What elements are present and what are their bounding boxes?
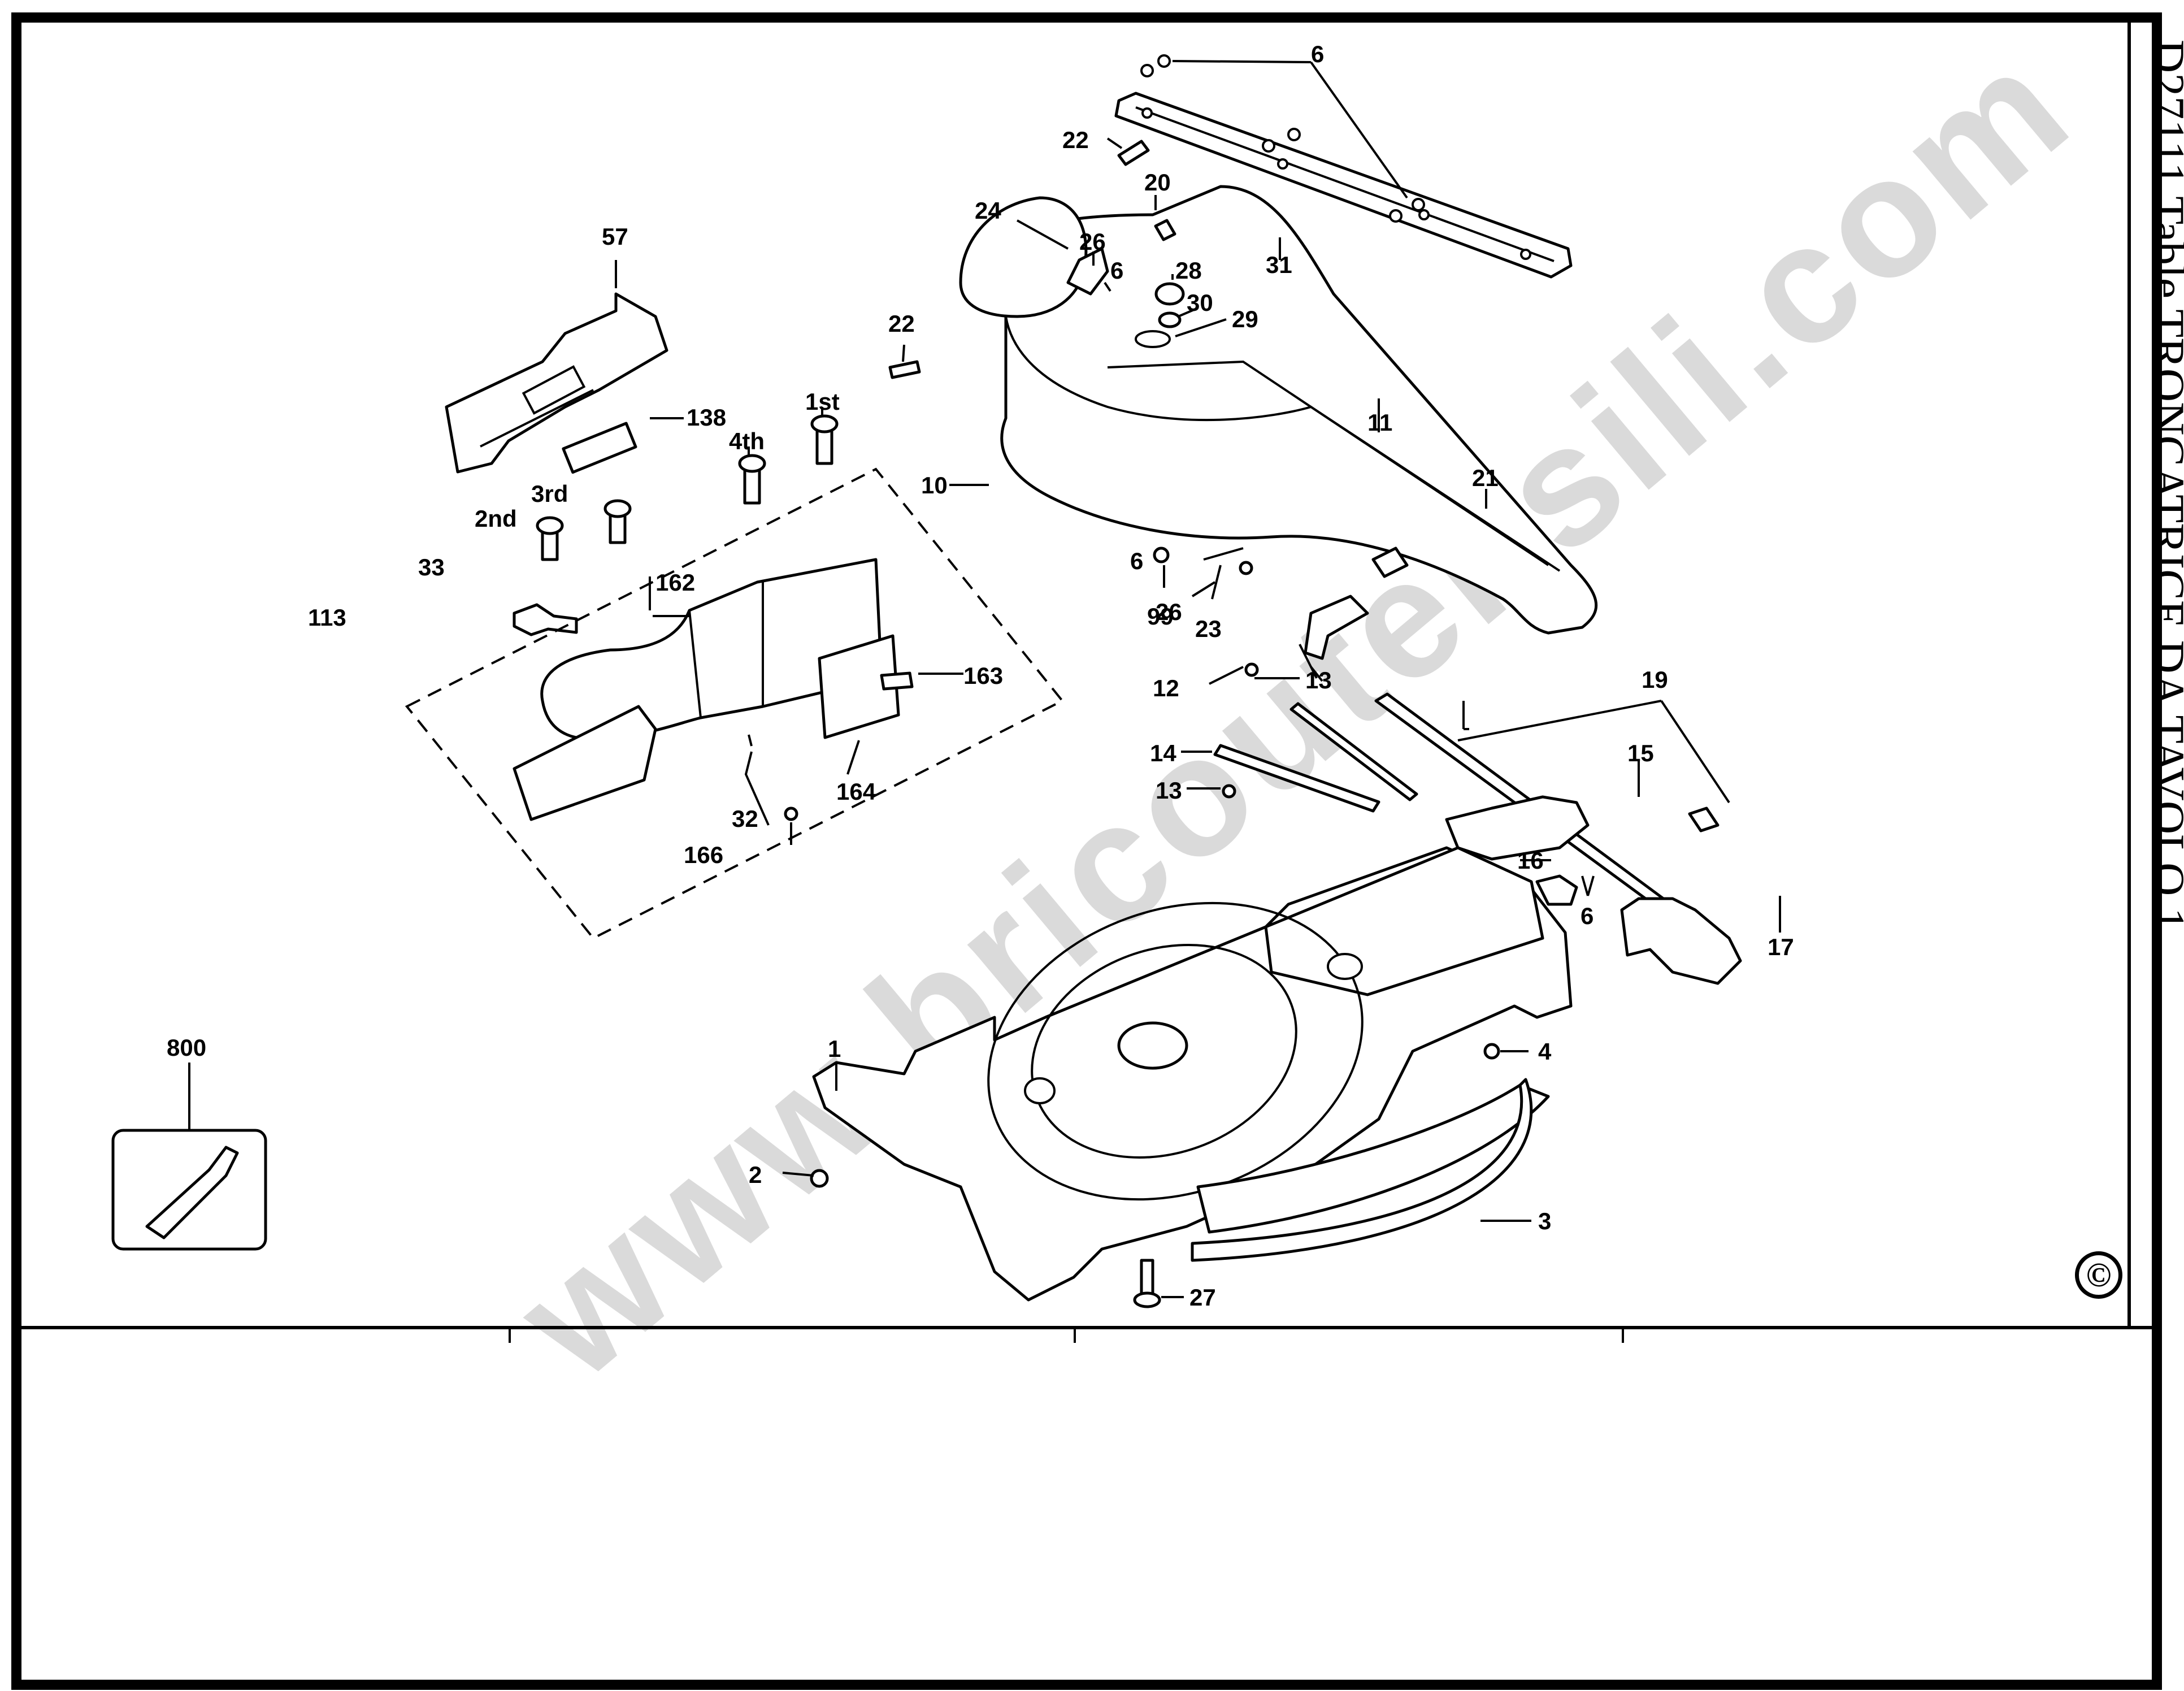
callout-24: 24 [975, 197, 1001, 224]
callout-19: 19 [1642, 666, 1668, 693]
knob [1154, 219, 1176, 241]
screw-4 [1483, 1043, 1500, 1060]
callout-13: 13 [1156, 777, 1182, 804]
callout-57: 57 [602, 223, 628, 250]
callout-6: 6 [1311, 41, 1325, 67]
callout-164: 164 [836, 778, 876, 805]
link-arm [1289, 702, 1418, 801]
callout-15: 15 [1627, 740, 1654, 766]
latch-bracket [1304, 595, 1369, 660]
callout-16: 16 [1517, 847, 1544, 874]
callout-4: 4 [1538, 1038, 1552, 1065]
kit-outline [405, 467, 1065, 940]
callout-33: 33 [418, 554, 445, 580]
screw-99 [1153, 547, 1170, 563]
footer-tick [1622, 1329, 1624, 1343]
title-divider-line [2127, 23, 2131, 1326]
callout-1st: 1st [805, 388, 840, 415]
callout-10: 10 [921, 472, 948, 498]
callout-22: 22 [1062, 127, 1089, 153]
miter-scale [1191, 1078, 1533, 1262]
callout-2nd: 2nd [475, 505, 517, 532]
callout-29: 29 [1232, 306, 1258, 332]
callout-99: 99 [1147, 603, 1174, 630]
sleeve [1688, 807, 1720, 833]
callout-163: 163 [963, 662, 1004, 689]
screw-set [1140, 54, 1425, 223]
screw-6 [1239, 561, 1253, 575]
callout-113: 113 [308, 604, 346, 631]
callout-4th: 4th [729, 428, 765, 454]
callout-6: 6 [1581, 903, 1594, 929]
leader-lines [188, 60, 1781, 1298]
wrench-800 [145, 1146, 239, 1239]
callout-2: 2 [749, 1161, 762, 1188]
callout-20: 20 [1144, 169, 1171, 196]
callout-17: 17 [1768, 934, 1794, 960]
link-arm [1213, 744, 1380, 813]
page-frame [11, 12, 2162, 1690]
callout-3rd: 3rd [531, 480, 568, 507]
callout-22: 22 [888, 310, 915, 337]
footer-divider-line [21, 1326, 2152, 1329]
washer [1158, 311, 1182, 328]
callout-3: 3 [1538, 1208, 1552, 1234]
pin-bracket [1535, 874, 1578, 906]
screw-166 [784, 807, 798, 821]
label-plate [562, 422, 637, 474]
callout-162: 162 [655, 569, 696, 596]
copyright-mark: © [2075, 1251, 2122, 1299]
callout-138: 138 [687, 404, 727, 431]
fence-screws [536, 414, 839, 561]
callout-6: 6 [1110, 257, 1124, 284]
washer [1154, 282, 1185, 306]
callout-21: 21 [1472, 465, 1499, 491]
callout-6: 6 [1130, 548, 1144, 574]
callout-32: 32 [732, 805, 758, 832]
lock-knob [513, 603, 578, 636]
screw-13 [1244, 662, 1259, 677]
stop-block [1371, 547, 1409, 578]
label-164 [818, 634, 900, 739]
callout-12: 12 [1153, 675, 1179, 701]
upper-guard-arm [959, 185, 1598, 635]
pin [1117, 140, 1150, 166]
screw-13 [1222, 784, 1236, 799]
screw-163 [880, 671, 914, 691]
callout-11: 11 [1367, 409, 1393, 436]
callout-1: 1 [828, 1035, 841, 1062]
fence-rail [1114, 92, 1573, 279]
auxiliary-fence [513, 558, 883, 821]
handle-17 [1620, 897, 1742, 985]
callout-26: 26 [1079, 228, 1106, 255]
footer-tick [1074, 1329, 1076, 1343]
callout-31: 31 [1266, 252, 1292, 278]
callout-13: 13 [1305, 667, 1332, 693]
pin-27-head [1133, 1291, 1161, 1308]
bracket [1066, 247, 1109, 296]
callout-30: 30 [1187, 289, 1213, 316]
screw-2 [810, 1169, 829, 1188]
callout-27: 27 [1189, 1284, 1216, 1311]
callout-800: 800 [167, 1034, 207, 1061]
callout-26: 26 [1156, 599, 1182, 625]
table-base [812, 846, 1573, 1302]
callout-14: 14 [1150, 740, 1176, 766]
callout-28: 28 [1175, 257, 1202, 284]
footer-tick [509, 1329, 511, 1343]
callout-166: 166 [684, 842, 724, 868]
sliding-fence [445, 292, 668, 474]
callout-23: 23 [1195, 615, 1222, 642]
pin [888, 360, 921, 379]
